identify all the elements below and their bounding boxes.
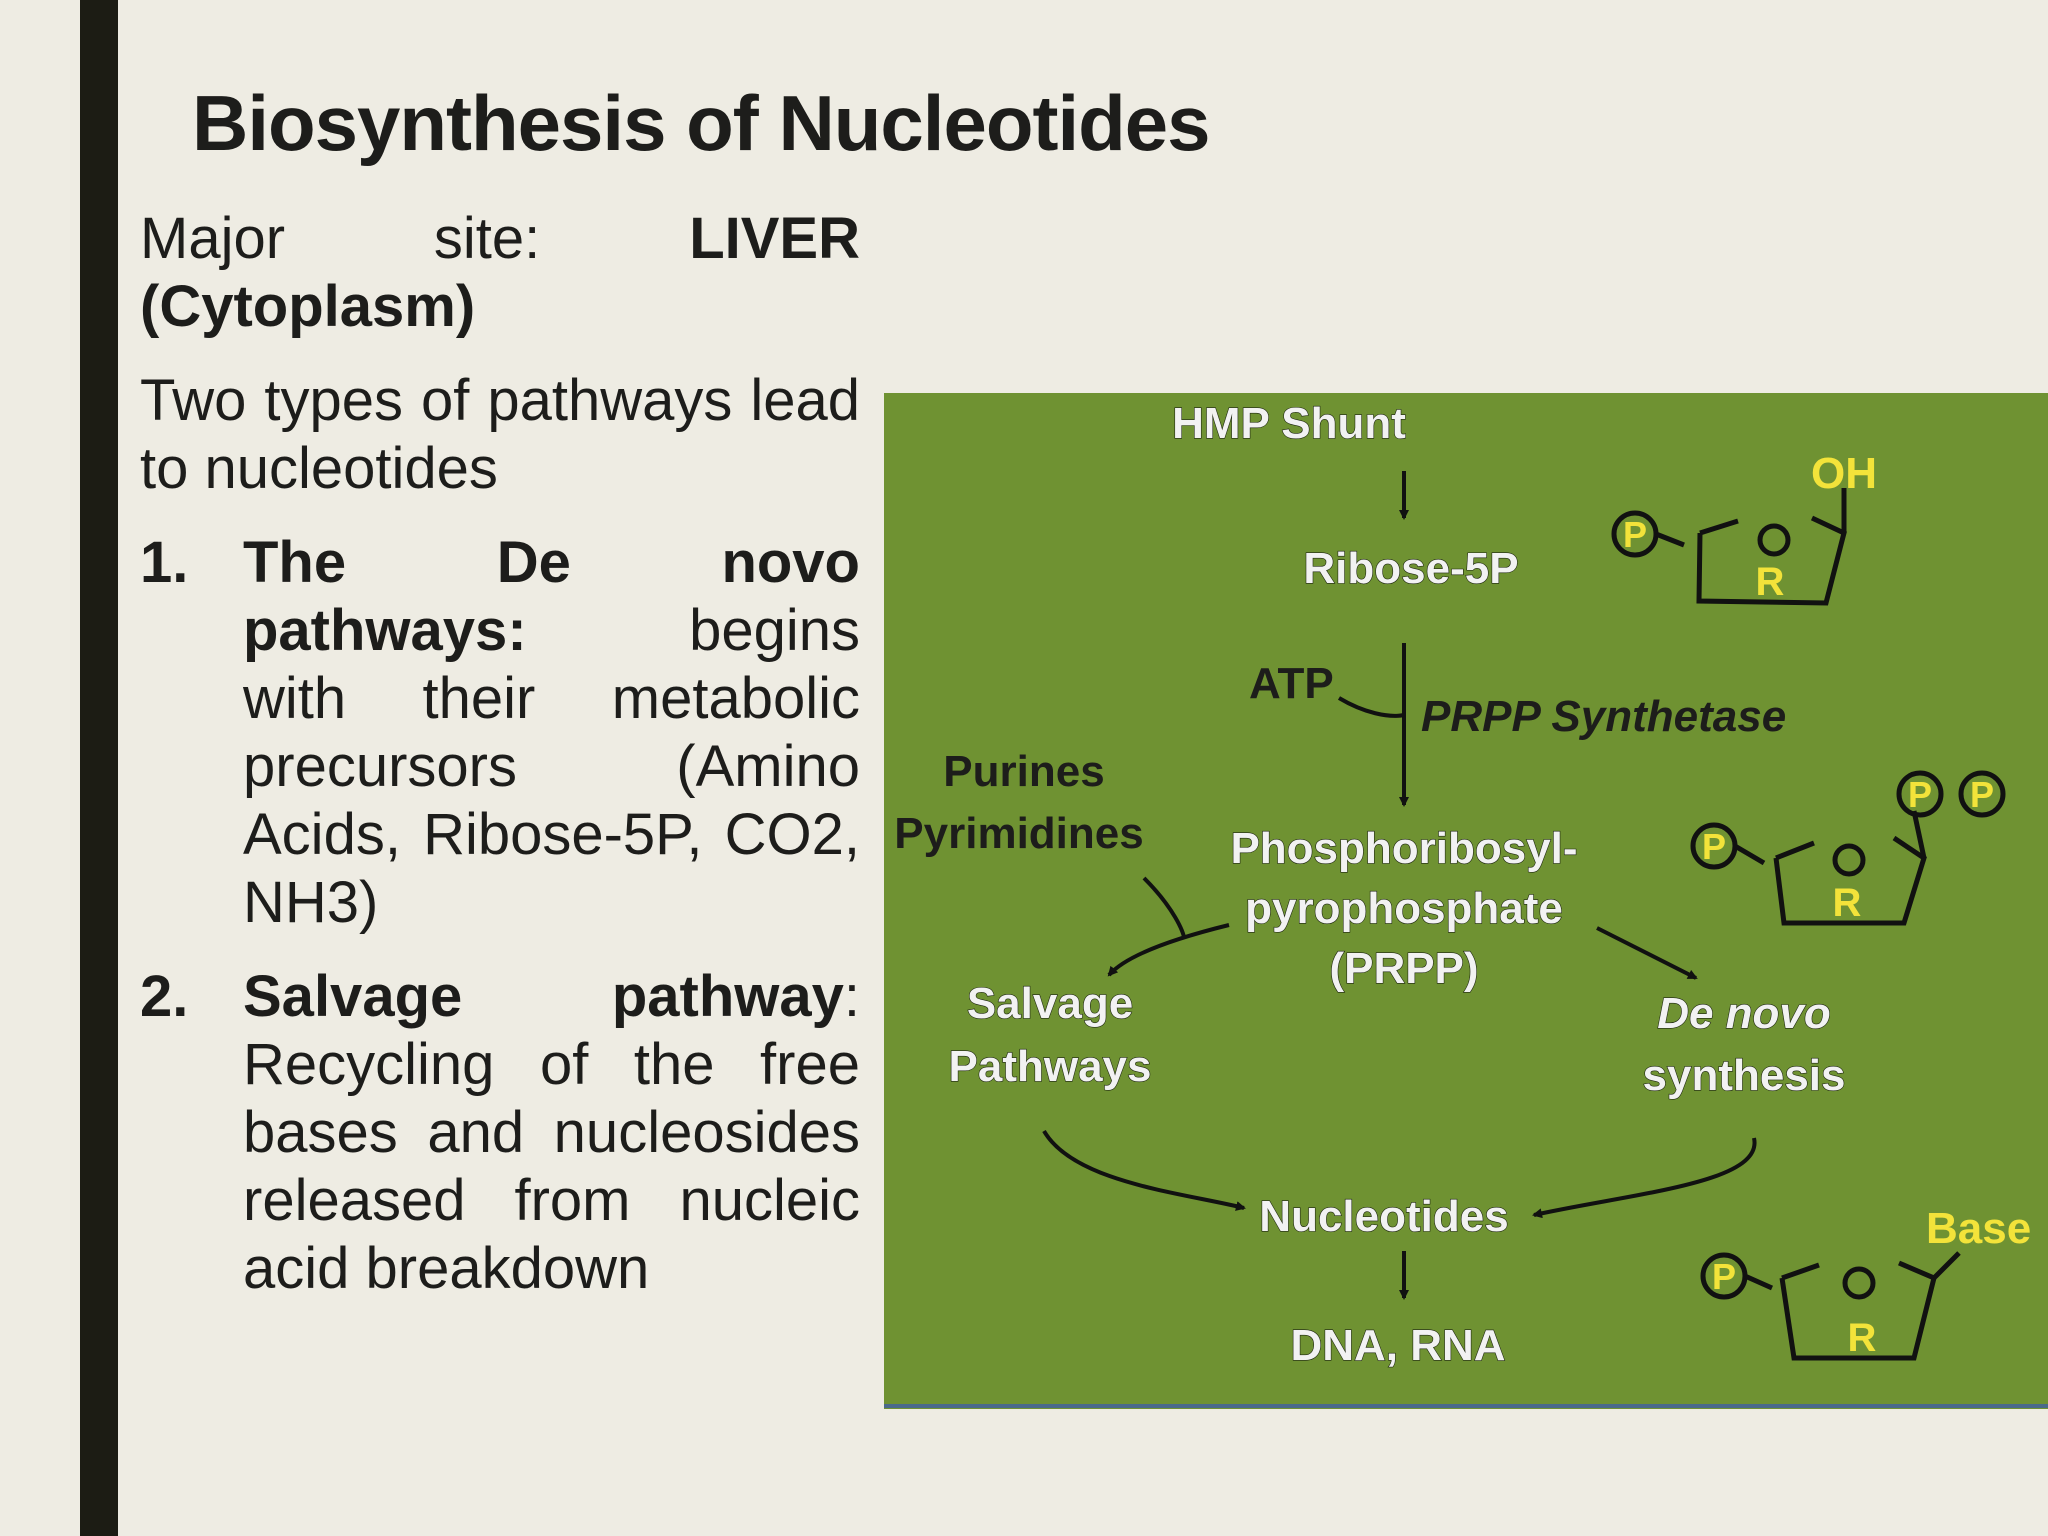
de-novo-heading-line2: pathways: — [243, 598, 527, 663]
de-novo-line2-rest: begins — [689, 598, 860, 663]
ribose-ring — [1779, 1260, 1937, 1361]
pathway-diagram-svg: HMP Shunt Ribose-5P ATP PRPP Synthetase … — [884, 398, 2048, 1408]
nucleotide-structure: P R Base — [1700, 1204, 2031, 1361]
slide-title: Biosynthesis of Nucleotides — [192, 79, 1211, 167]
phosphate-letter: P — [1702, 826, 1726, 867]
ring-letter: R — [1848, 1316, 1877, 1360]
prpp-label-line2: pyrophosphate — [1245, 884, 1563, 933]
major-site-label-2: site: — [433, 206, 541, 271]
arrow-prpp-to-salvage — [1107, 923, 1230, 977]
salvage-heading-word: Salvage — [243, 964, 463, 1029]
denovo-label-line1: De novo — [1657, 989, 1831, 1038]
pyrophosphate-circle — [1896, 770, 1944, 818]
atp-label: ATP — [1249, 659, 1334, 708]
de-novo-body: with their metabolic precursors (Amino A… — [243, 666, 860, 935]
ribose-5p-structure: P R OH — [1611, 449, 1877, 606]
atp-side-arrow — [1337, 696, 1405, 718]
denovo-label-line2: synthesis — [1643, 1051, 1846, 1100]
base-group-label: Base — [1926, 1204, 2031, 1253]
major-site-detail: (Cytoplasm) — [140, 274, 476, 339]
oh-group-label: OH — [1811, 449, 1877, 498]
enzyme-label: PRPP Synthetase — [1421, 692, 1786, 741]
prpp-label-line3: (PRPP) — [1329, 944, 1478, 993]
prpp-label-line1: Phosphoribosyl- — [1230, 824, 1577, 873]
prpp-structure: P R P P — [1690, 770, 2006, 926]
major-site-label: Major — [140, 206, 286, 271]
list-number: 2. — [140, 964, 189, 1029]
de-novo-heading-word: De — [496, 530, 571, 595]
major-site-paragraph: Major site: LIVER (Cytoplasm) — [140, 205, 860, 341]
pyrimidines-label: Pyrimidines — [894, 809, 1143, 858]
text-column: Major site: LIVER (Cytoplasm) Two types … — [140, 205, 860, 1329]
arrow-denovo-to-nucleotides — [1532, 1137, 1757, 1219]
arrow-prpp-to-denovo — [1596, 926, 1698, 980]
hmp-shunt-label: HMP Shunt — [1172, 399, 1406, 448]
salvage-body: Recycling of the free bases and nucleosi… — [243, 1032, 860, 1301]
salvage-label-line2: Pathways — [949, 1042, 1152, 1091]
ring-letter: R — [1756, 560, 1785, 604]
de-novo-heading-word: The — [243, 530, 347, 595]
salvage-colon: : — [843, 964, 860, 1029]
pyrophosphate-letter: P — [1908, 774, 1932, 815]
pyrophosphate-circle — [1958, 770, 2006, 818]
list-item-de-novo: 1. The De novo pathways: begins with the… — [140, 529, 860, 937]
major-site-value: LIVER — [689, 206, 860, 271]
list-item-salvage: 2. Salvage pathway: Recycling of the fre… — [140, 963, 860, 1303]
ring-oxygen — [1842, 1266, 1876, 1300]
ring-letter: R — [1833, 881, 1862, 925]
bases-merge-arrow — [1142, 876, 1186, 939]
intro-paragraph: Two types of pathways lead to nucleotide… — [140, 368, 860, 501]
dna-rna-label: DNA, RNA — [1290, 1321, 1505, 1370]
nucleotides-label: Nucleotides — [1259, 1192, 1508, 1241]
ribose-ring — [1773, 835, 1927, 926]
phosphate-letter: P — [1712, 1256, 1736, 1297]
salvage-heading-word: pathway — [611, 964, 844, 1029]
left-accent-bar — [80, 0, 118, 1536]
ring-oxygen — [1832, 843, 1866, 877]
de-novo-heading-word: novo — [721, 530, 860, 595]
phosphate-letter: P — [1623, 514, 1647, 555]
salvage-label-line1: Salvage — [967, 979, 1133, 1028]
pathway-diagram: HMP Shunt Ribose-5P ATP PRPP Synthetase … — [884, 393, 2048, 1409]
pyrophosphate-letter: P — [1970, 774, 1994, 815]
ribose-5p-label: Ribose-5P — [1303, 544, 1518, 593]
purines-label: Purines — [943, 747, 1104, 796]
list-number: 1. — [140, 530, 189, 595]
ring-oxygen — [1757, 523, 1791, 557]
ribose-ring — [1696, 515, 1847, 606]
arrow-salvage-to-nucleotides — [1042, 1129, 1246, 1211]
